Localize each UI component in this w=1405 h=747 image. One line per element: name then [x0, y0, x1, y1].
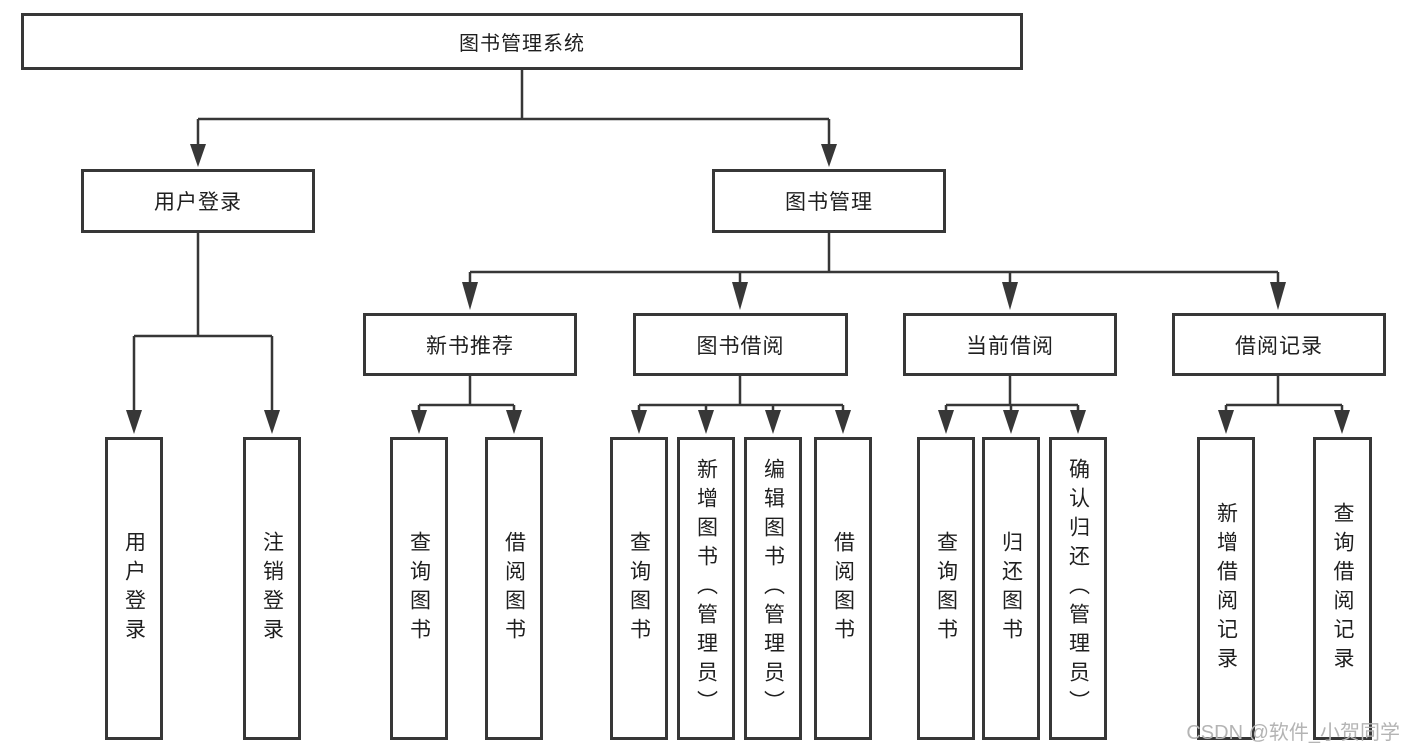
node-label: 新增图书（管理员）	[694, 458, 718, 719]
node-label: 新增借阅记录	[1214, 501, 1238, 676]
node-label: 当前借阅	[966, 334, 1054, 358]
node-label: 新书推荐	[426, 334, 514, 358]
leaf-bb-query-books: 查询图书	[610, 437, 668, 740]
arrowheads	[126, 144, 1350, 434]
node-label: 图书管理系统	[459, 33, 585, 55]
node-book-management: 图书管理	[712, 169, 946, 233]
node-label: 借阅图书	[502, 530, 526, 647]
node-label: 借阅记录	[1235, 334, 1323, 358]
node-user-login: 用户登录	[81, 169, 315, 233]
leaf-br-add-record: 新增借阅记录	[1197, 437, 1255, 740]
node-label: 图书管理	[785, 191, 873, 214]
leaf-user-login: 用户登录	[105, 437, 163, 740]
leaf-bb-edit-books-admin: 编辑图书（管理员）	[744, 437, 802, 740]
leaf-bb-add-books-admin: 新增图书（管理员）	[677, 437, 735, 740]
node-label: 借阅图书	[831, 530, 855, 647]
node-label: 确认归还（管理员）	[1066, 458, 1090, 719]
node-book-borrowing: 图书借阅	[633, 313, 848, 376]
leaf-rec-query-books: 查询图书	[390, 437, 448, 740]
node-label: 查询借阅记录	[1331, 501, 1355, 676]
leaf-bb-borrow-books: 借阅图书	[814, 437, 872, 740]
node-label: 编辑图书（管理员）	[761, 458, 785, 719]
leaf-cb-query-books: 查询图书	[917, 437, 975, 740]
csdn-watermark: CSDN @软件_小贺同学	[1186, 722, 1400, 744]
node-borrowing-records: 借阅记录	[1172, 313, 1386, 376]
leaf-logout: 注销登录	[243, 437, 301, 740]
node-new-book-recommendation: 新书推荐	[363, 313, 577, 376]
node-label: 注销登录	[260, 530, 284, 647]
leaf-rec-borrow-books: 借阅图书	[485, 437, 543, 740]
node-label: 用户登录	[154, 191, 242, 214]
node-label: 查询图书	[934, 530, 958, 647]
leaf-cb-confirm-return-admin: 确认归还（管理员）	[1049, 437, 1107, 740]
node-library-management-system: 图书管理系统	[21, 13, 1023, 70]
leaf-cb-return-books: 归还图书	[982, 437, 1040, 740]
node-label: 查询图书	[407, 530, 431, 647]
node-label: 查询图书	[627, 530, 651, 647]
node-label: 归还图书	[999, 530, 1023, 647]
leaf-br-query-record: 查询借阅记录	[1313, 437, 1372, 740]
node-current-borrowing: 当前借阅	[903, 313, 1117, 376]
node-label: 图书借阅	[696, 334, 785, 358]
node-label: 用户登录	[122, 530, 146, 647]
